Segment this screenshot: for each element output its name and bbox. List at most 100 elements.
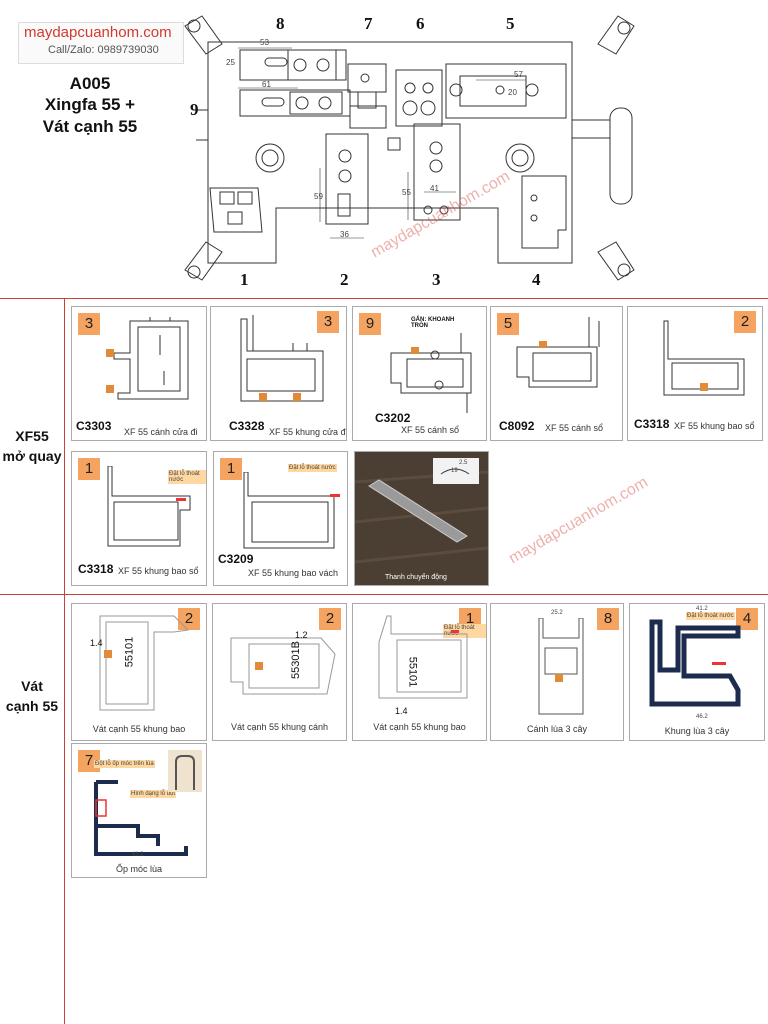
divider-vertical bbox=[64, 298, 65, 1024]
profile-code: C3202 bbox=[375, 411, 411, 425]
profile-caption: Thanh chuyển động bbox=[385, 574, 447, 581]
jig-dim-55: 55 bbox=[402, 188, 411, 197]
profile-card-canh-lua[interactable]: 8 25.2 Cánh lùa 3 cây bbox=[490, 603, 624, 741]
profile-card-c3318-a[interactable]: 2 C3318 XF 55 khung bao sổ bbox=[627, 306, 763, 441]
section-label-vat: Vát cạnh 55 bbox=[0, 676, 64, 716]
jig-dim-36: 36 bbox=[340, 230, 349, 239]
profile-desc: XF 55 khung bao sổ bbox=[674, 421, 755, 431]
jig-pos-8: 8 bbox=[276, 14, 285, 33]
profile-drawing bbox=[230, 637, 336, 695]
profile-note1: Đột lỗ ốp móc trên lùa bbox=[94, 760, 155, 768]
profile-code-mark: 55101 bbox=[123, 636, 136, 668]
profile-card-c3303[interactable]: 3 C3303 XF 55 cánh cửa đi bbox=[71, 306, 207, 441]
profile-code-mark: 55101 bbox=[406, 656, 419, 688]
hole-shape-inset bbox=[168, 750, 202, 792]
profile-card-c3202[interactable]: 9 GẮN: KHOANH TRÒN C3202 XF 55 cánh sổ bbox=[352, 306, 487, 441]
profile-drawing bbox=[390, 333, 472, 413]
profile-code-mark: 55301B bbox=[289, 641, 302, 679]
brand-site[interactable]: maydapcuanhom.com bbox=[24, 24, 172, 41]
profile-dim: 1.2 bbox=[295, 630, 308, 640]
profile-code: C3318 bbox=[78, 562, 114, 576]
profile-note: GẮN: KHOANH TRÒN bbox=[411, 317, 455, 329]
jig-pos-5: 5 bbox=[506, 14, 515, 33]
jig-dim-20: 20 bbox=[508, 88, 517, 97]
profile-drawing bbox=[516, 317, 600, 388]
model-code: A005 bbox=[69, 74, 111, 93]
profile-card-khung-lua[interactable]: 4 Đặt lỗ thoát nước 41.2 46.2 Khung lùa … bbox=[629, 603, 765, 741]
profile-desc: XF 55 cánh sổ bbox=[545, 423, 604, 433]
brand-box bbox=[18, 22, 184, 64]
profile-drawing bbox=[107, 466, 191, 547]
profile-code: C8092 bbox=[499, 419, 535, 433]
profile-note2: Hình dạng lỗ đột bbox=[130, 790, 177, 798]
profile-drawing bbox=[243, 472, 340, 549]
brand-call: Call/Zalo: 0989739030 bbox=[48, 44, 159, 56]
badge-number: 1 bbox=[220, 458, 242, 480]
profile-drawing bbox=[106, 317, 189, 400]
profile-drawing bbox=[240, 315, 324, 402]
profile-drawing bbox=[99, 615, 190, 711]
profile-drawing bbox=[649, 619, 741, 707]
drive-bar-dim2: 19 bbox=[451, 468, 458, 474]
profile-card-c3209[interactable]: 1 Đặt lỗ thoát nước C3209 XF 55 khung ba… bbox=[213, 451, 348, 586]
profile-dim: 1.4 bbox=[90, 638, 103, 648]
badge-number: 2 bbox=[319, 608, 341, 630]
jig-dim-61: 61 bbox=[262, 80, 271, 89]
section-label-xf55-line2: mở quay bbox=[2, 448, 62, 464]
hole-shape-drawing bbox=[175, 755, 195, 790]
jig-pos-4: 4 bbox=[532, 270, 541, 289]
jig-pos-7: 7 bbox=[364, 14, 373, 33]
model-line1: Xingfa 55 + bbox=[44, 95, 136, 114]
badge-number: 8 bbox=[597, 608, 619, 630]
profile-caption: Vát cạnh 55 khung cánh bbox=[230, 722, 329, 732]
jig-diagram: 8 7 6 5 9 1 2 3 4 53 25 61 57 20 59 36 5… bbox=[180, 8, 640, 293]
profile-code: C3303 bbox=[76, 419, 112, 433]
profile-caption: Khung lùa 3 cây bbox=[664, 726, 730, 736]
profile-card-vat-khung-canh[interactable]: 2 1.2 55301B Vát cạnh 55 khung cánh bbox=[212, 603, 347, 741]
profile-card-vat-khung-bao-b[interactable]: 1 Đặt lỗ thoát nước 55101 1.4 Vát cạnh 5… bbox=[352, 603, 487, 741]
profile-note: Đặt lỗ thoát nước bbox=[168, 470, 206, 484]
watermark-xf55: maydapcuanhom.com bbox=[506, 473, 651, 568]
jig-pos-3: 3 bbox=[432, 270, 441, 289]
divider-top bbox=[0, 298, 768, 299]
profile-note: Đặt lỗ thoát nước bbox=[288, 464, 337, 472]
profile-dim2: 46.2 bbox=[696, 714, 708, 720]
profile-code: C3328 bbox=[229, 419, 265, 433]
model-line2: Vát cạnh 55 bbox=[42, 117, 138, 136]
profile-card-vat-khung-bao-a[interactable]: 2 1.4 55101 Vát cạnh 55 khung bao bbox=[71, 603, 207, 741]
divider-middle bbox=[0, 594, 768, 595]
drive-bar-photo bbox=[355, 452, 488, 585]
profile-card-drive-bar[interactable]: 6 2.5 19 Thanh chuyển động bbox=[354, 451, 489, 586]
profile-card-c3318-b[interactable]: 1 Đặt lỗ thoát nước C3318 XF 55 khung ba… bbox=[71, 451, 207, 586]
jig-dim-59: 59 bbox=[314, 192, 323, 201]
badge-number: 4 bbox=[736, 608, 758, 630]
profile-code: C3209 bbox=[218, 552, 254, 566]
drive-bar-dim1: 2.5 bbox=[459, 460, 468, 466]
profile-desc: XF 55 khung cửa đi bbox=[269, 427, 347, 437]
jig-pos-6: 6 bbox=[416, 14, 425, 33]
profile-drawing bbox=[94, 780, 188, 856]
profile-code: C3318 bbox=[634, 417, 670, 431]
profile-drawing bbox=[378, 615, 468, 699]
badge-number: 3 bbox=[78, 313, 100, 335]
profile-desc: XF 55 cánh cửa đi bbox=[124, 427, 198, 437]
jig-pos-1: 1 bbox=[240, 270, 249, 289]
badge-number: 1 bbox=[78, 458, 100, 480]
badge-number: 3 bbox=[317, 311, 339, 333]
badge-number: 2 bbox=[734, 311, 756, 333]
jig-dim-41: 41 bbox=[430, 184, 439, 193]
profile-card-c8092[interactable]: 5 C8092 XF 55 cánh sổ bbox=[490, 306, 623, 441]
section-label-xf55: XF55 mở quay bbox=[0, 426, 64, 466]
profile-card-c3328[interactable]: 3 C3328 XF 55 khung cửa đi bbox=[210, 306, 347, 441]
profile-note: Đặt lỗ thoát nước bbox=[686, 612, 735, 620]
section-label-xf55-line1: XF55 bbox=[15, 428, 49, 444]
section-label-vat-line2: cạnh 55 bbox=[5, 698, 59, 714]
badge-number: 9 bbox=[359, 313, 381, 335]
profile-dim: 1.4 bbox=[395, 706, 408, 716]
profile-caption: Ốp móc lùa bbox=[115, 864, 163, 874]
badge-number: 2 bbox=[178, 608, 200, 630]
jig-dim-57: 57 bbox=[514, 70, 523, 79]
profile-dim1: 41.2 bbox=[696, 606, 708, 612]
profile-dim: 25.2 bbox=[551, 610, 563, 616]
profile-card-op-moc-lua[interactable]: 7 Đột lỗ ốp móc trên lùa Hình dạng lỗ độ… bbox=[71, 743, 207, 878]
